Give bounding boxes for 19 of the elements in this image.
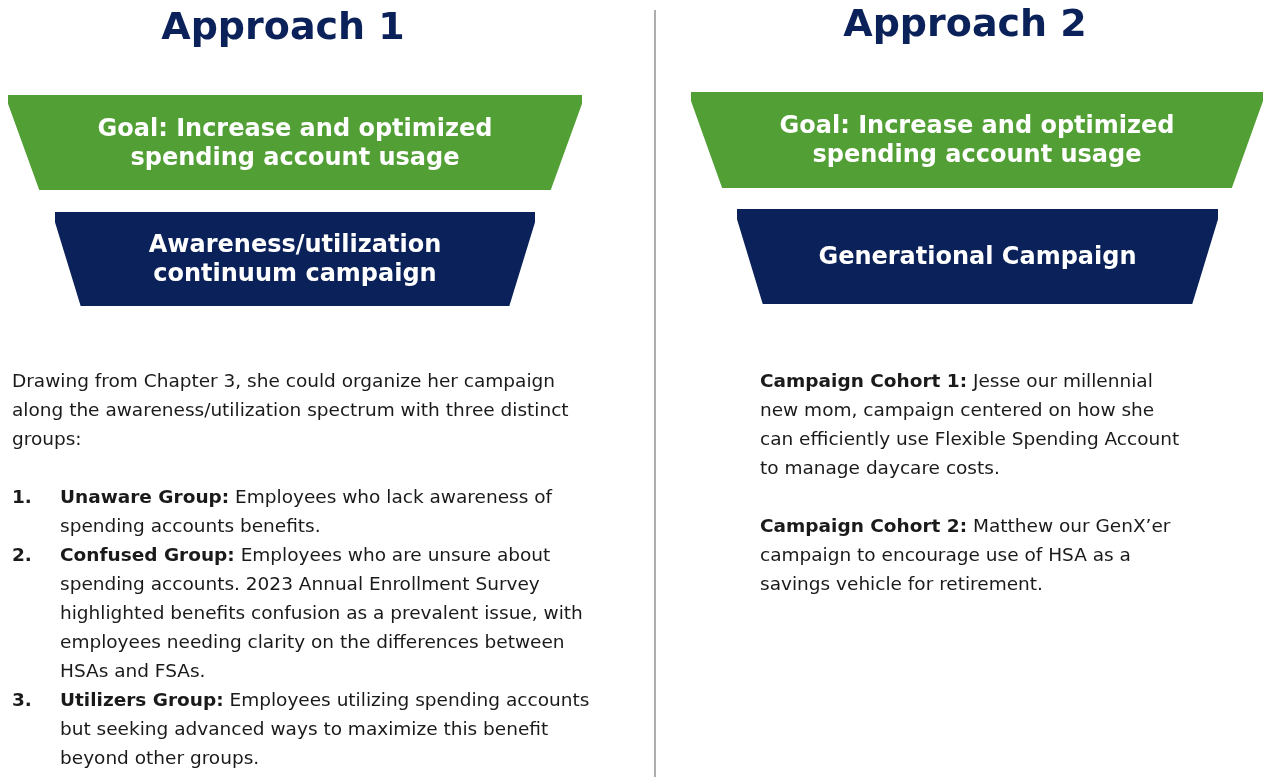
cohort-paragraph: Campaign Cohort 2: Matthew our GenX’er campaign to encourage use of HSA as a savings vehicle for retirement. [760, 514, 1172, 596]
list-number: 2. [12, 543, 33, 567]
list-number: 3. [12, 688, 33, 712]
list-item: Unaware Group: Employees who lack awareness of spending accounts benefits. [60, 485, 554, 538]
intro-paragraph: Drawing from Chapter 3, she could organize her campaign along the awareness/utilization spectrum with three distinct groups: [12, 369, 570, 451]
campaign-banner [737, 209, 1218, 304]
banner-text: Generational Campaign [817, 242, 1138, 271]
cohort-paragraph: Campaign Cohort 1: Jesse our millennial new mom, campaign centered on how she can efficiently use Flexible Spending Account to manage daycare costs. [760, 369, 1180, 480]
campaign-banner [55, 212, 535, 306]
list-item: Utilizers Group: Employees utilizing spending accounts but seeking advanced ways to maximize this benefit beyond other groups. [60, 688, 591, 770]
list-number: 1. [12, 485, 33, 509]
banner-text: Awareness/utilization continuum campaign [147, 230, 443, 288]
banner-text: Goal: Increase and optimized spending account usage [778, 111, 1176, 169]
heading: Approach 1 [160, 3, 406, 49]
banner-text: Goal: Increase and optimized spending account usage [96, 113, 494, 172]
goal-banner [8, 95, 582, 190]
list-item: Confused Group: Employees who are unsure about spending accounts. 2023 Annual Enrollment Survey highlighted benefits confusion as a prevalent issue, with employees needing clarity on the differences between HSAs and FSAs. [60, 543, 584, 683]
goal-banner [691, 92, 1263, 188]
heading: Approach 2 [842, 0, 1088, 46]
